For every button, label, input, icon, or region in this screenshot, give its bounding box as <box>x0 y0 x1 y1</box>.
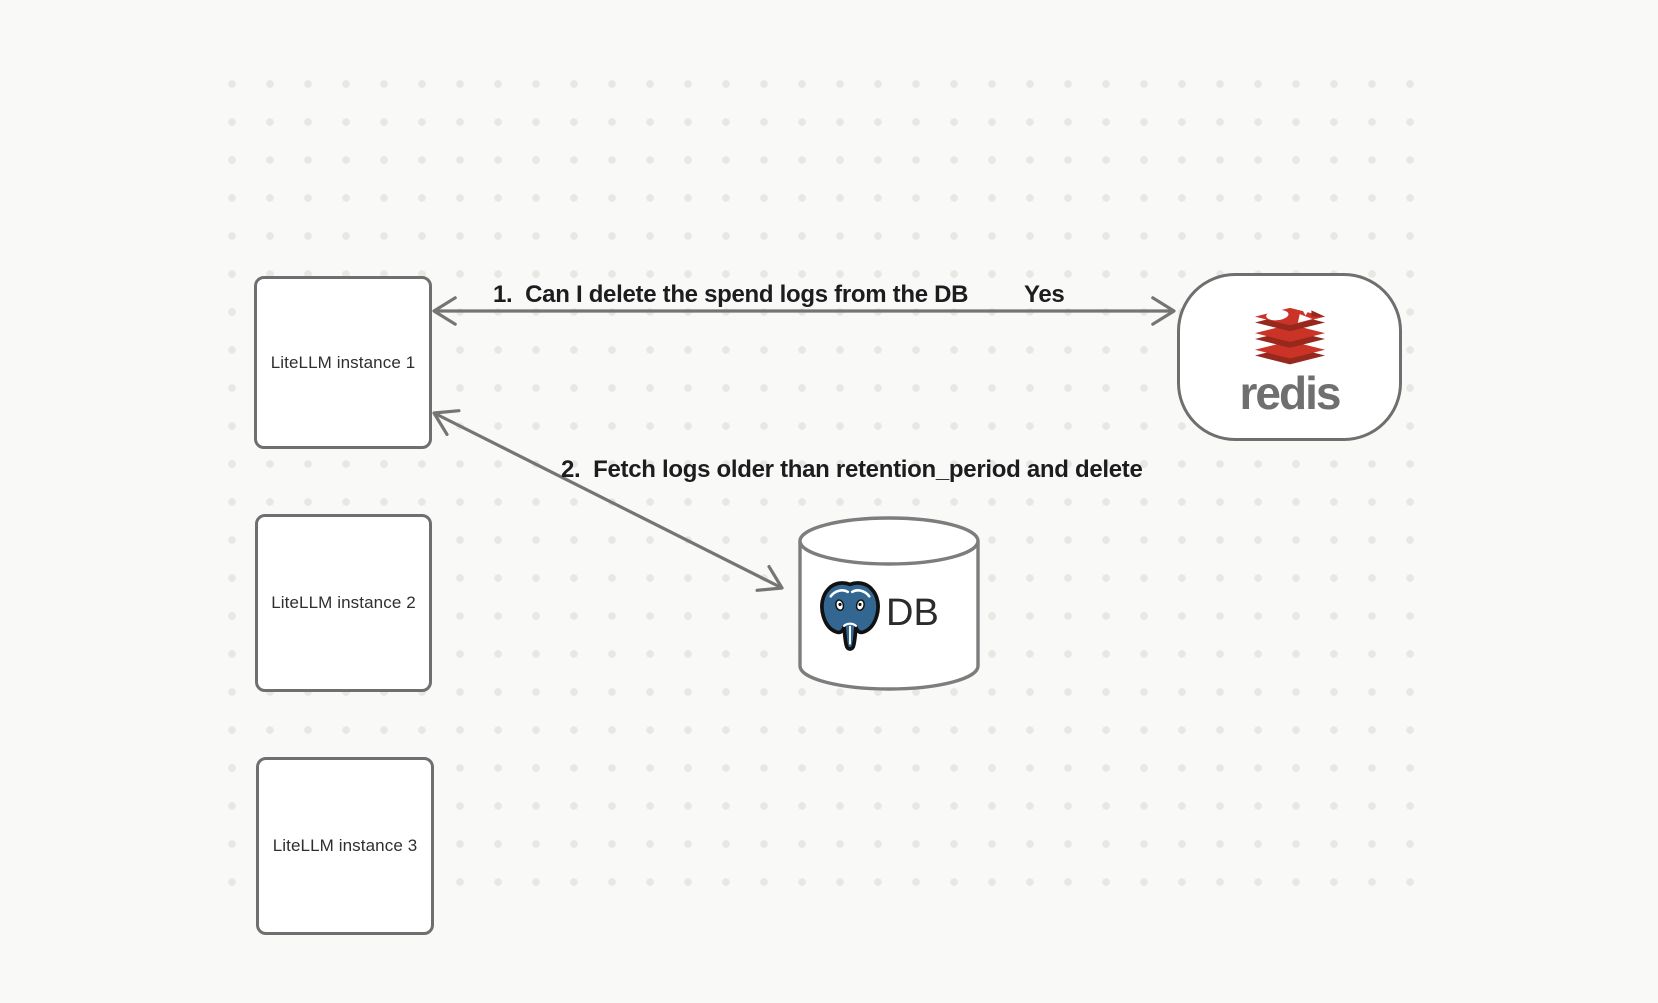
postgresql-elephant-icon <box>820 581 880 651</box>
arrow-can-i-delete[interactable] <box>432 296 1176 326</box>
database-label: DB <box>886 592 939 634</box>
arrow2-label[interactable]: 2. Fetch logs older than retention_perio… <box>561 456 1143 483</box>
node-litellm-instance-3[interactable]: LiteLLM instance 3 <box>256 757 434 935</box>
arrow1-label[interactable]: 1. Can I delete the spend logs from the … <box>493 281 969 308</box>
redis-logo-icon <box>1254 302 1325 365</box>
node-database[interactable]: DB <box>798 516 980 692</box>
node-litellm-instance-1-label: LiteLLM instance 1 <box>270 352 416 372</box>
arrow-fetch-logs[interactable] <box>432 409 784 592</box>
node-redis[interactable]: redis <box>1177 273 1402 441</box>
node-litellm-instance-1[interactable]: LiteLLM instance 1 <box>254 276 432 449</box>
database-cylinder-icon <box>798 516 980 691</box>
arrow1-answer-label[interactable]: Yes <box>1024 281 1065 308</box>
node-litellm-instance-2[interactable]: LiteLLM instance 2 <box>255 514 432 692</box>
redis-wordmark: redis <box>1239 367 1342 419</box>
node-litellm-instance-3-label: LiteLLM instance 3 <box>272 836 418 855</box>
node-litellm-instance-2-label: LiteLLM instance 2 <box>271 593 416 612</box>
